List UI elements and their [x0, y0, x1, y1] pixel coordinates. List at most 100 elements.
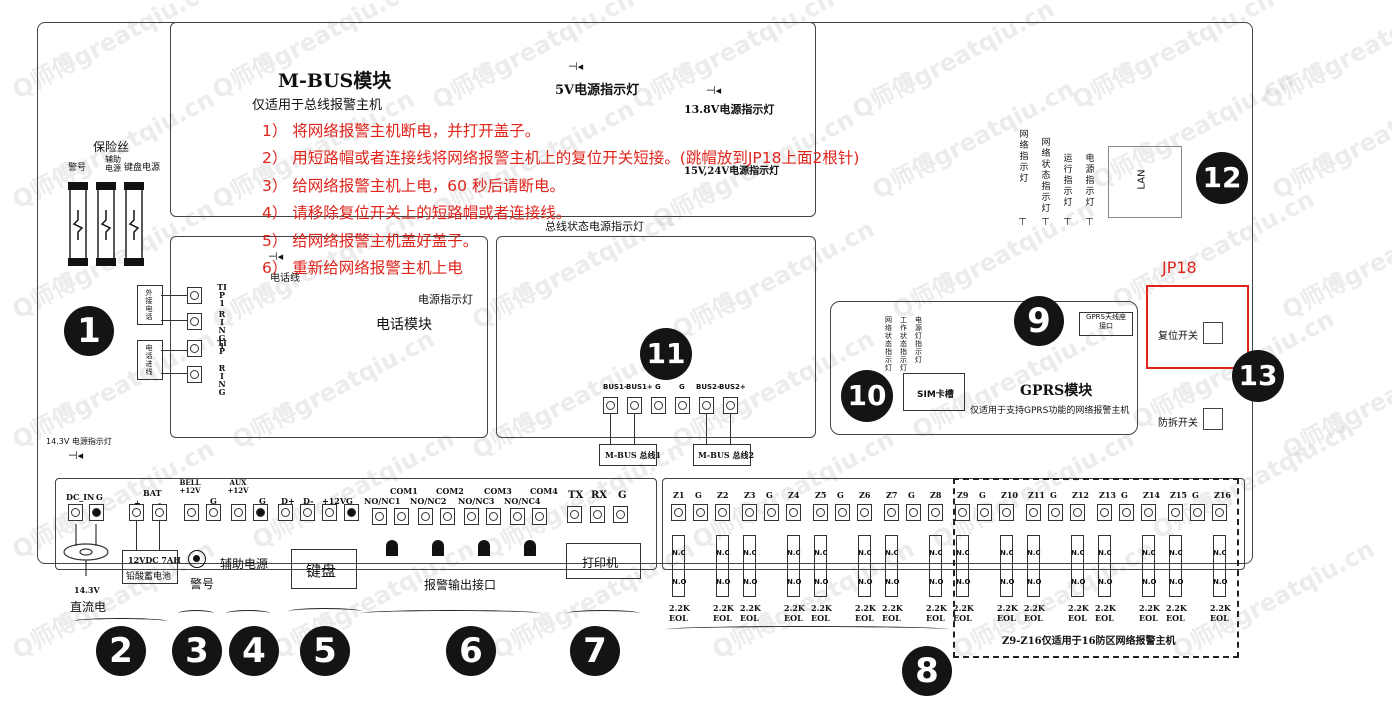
zone-terminal-label: G [695, 490, 702, 500]
phone-terminal-label: RING [218, 363, 226, 397]
group-bracket [665, 626, 950, 633]
reset-switch-jumper[interactable] [1203, 322, 1223, 344]
gprs-module-box [830, 301, 1138, 435]
callout-number: 8 [902, 646, 952, 696]
battery-box [122, 550, 178, 584]
dcin-terminal [68, 504, 83, 521]
zone-eol-label: EOL [669, 613, 688, 623]
zone-resistor [814, 535, 827, 597]
zone-terminal [671, 504, 686, 521]
gprs-led-label: 工作状态指示灯 [900, 316, 907, 372]
zone-no-label: N.O [956, 578, 971, 586]
aux-terminal [253, 504, 268, 521]
callout-number: 1 [64, 306, 114, 356]
alarm-com-label: COM4 [530, 486, 558, 496]
zone-terminal-label: Z13 [1099, 490, 1116, 500]
zone-eol-label: EOL [926, 613, 945, 623]
zone-eol-value: 2.2K [926, 603, 947, 613]
bus-terminal-label: BUS2- [696, 383, 720, 391]
right-led-label: 网络指示灯 [1019, 130, 1029, 184]
zone-resistor [1098, 535, 1111, 597]
bus-wire [610, 414, 611, 444]
zone-eol-value: 2.2K [1139, 603, 1160, 613]
alarm-terminal [418, 508, 433, 525]
bus-terminal [651, 397, 666, 414]
bus-module-box [496, 236, 816, 438]
keypad-pin-label: D- [303, 496, 314, 506]
watermark-text: Q师傅greatqiu.cn [1267, 74, 1392, 205]
battery-spec: 12VDC 7AH [128, 555, 181, 565]
phone-wire [161, 320, 187, 321]
zone-terminal-label: Z10 [1001, 490, 1018, 500]
keypad-terminal [300, 504, 315, 521]
led-diode-icon: ⊣◂ [568, 60, 584, 73]
bus-terminal [699, 397, 714, 414]
fuse-holder [64, 180, 152, 268]
tamper-switch[interactable] [1203, 408, 1223, 430]
zone-resistor [1000, 535, 1013, 597]
phone-module-title: 电话模块 [376, 317, 432, 333]
zone-eol-label: EOL [1166, 613, 1185, 623]
zone-nc-label: N.C [787, 549, 801, 557]
bus-terminal [627, 397, 642, 414]
zone-resistor [672, 535, 685, 597]
alarm-no-label: NO/NC3 [458, 496, 495, 506]
phone-wire [161, 373, 187, 374]
bus-line-box [693, 444, 751, 466]
phone-line-led-label: 电话线 [270, 273, 300, 284]
zone-terminal [786, 504, 801, 521]
zone-terminal-label: Z16 [1214, 490, 1231, 500]
alarm-terminal [440, 508, 455, 525]
zone-terminal [1168, 504, 1183, 521]
zone-eol-label: EOL [1210, 613, 1229, 623]
battery-type: 铅酸蓄电池 [126, 572, 172, 582]
relay-icon [524, 540, 536, 556]
zone-nc-label: N.C [743, 549, 757, 557]
battery-plus-label: + [134, 498, 141, 508]
phone-terminal-label: TIP1 [217, 282, 227, 308]
zone-terminal-label: Z15 [1170, 490, 1187, 500]
printer-pin-label: G [618, 490, 627, 501]
zone-terminal-label: G [837, 490, 844, 500]
fuse-label-keypad: 键盘电源 [124, 163, 161, 173]
zone-nc-label: N.C [814, 549, 828, 557]
dcin-voltage: 14.3V [74, 585, 100, 595]
keypad-pin-label: +12V [322, 496, 347, 506]
zone-eol-label: EOL [740, 613, 759, 623]
dcin-label: DC_IN [66, 492, 95, 502]
right-led-label: 运行指示灯 [1063, 154, 1073, 208]
zone-no-label: N.O [1098, 578, 1113, 586]
zone-terminal-label: G [979, 490, 986, 500]
aux-label: AUX +12V [227, 478, 249, 495]
zone-eol-label: EOL [882, 613, 901, 623]
bus-terminal [603, 397, 618, 414]
printer-terminal [567, 506, 582, 523]
callout-number: 11 [640, 328, 692, 380]
zone-eol-label: EOL [713, 613, 732, 623]
phone-power-led-label: 电源指示灯 [418, 293, 473, 306]
group-bracket [178, 610, 214, 617]
zone-terminal-label: Z9 [957, 490, 969, 500]
alarm-com-label: COM2 [436, 486, 464, 496]
bus-wire [706, 414, 707, 444]
alarm-terminal [510, 508, 525, 525]
bell-terminal [184, 504, 199, 521]
zone-resistor [743, 535, 756, 597]
battery-wire [159, 521, 160, 550]
battery-minus-label: - [158, 498, 162, 508]
printer-pin-label: TX [568, 490, 584, 501]
zone-resistor [1142, 535, 1155, 597]
led-diode-icon: ⊣◂ [268, 250, 284, 263]
zone-no-label: N.O [1071, 578, 1086, 586]
led-15v-label: 15V,24V电源指示灯 [684, 166, 780, 177]
zone-nc-label: N.C [716, 549, 730, 557]
zone-eol-value: 2.2K [1068, 603, 1089, 613]
callout-number: 2 [96, 626, 146, 676]
zone-no-label: N.O [814, 578, 829, 586]
alarm-com-label: COM1 [390, 486, 418, 496]
dcin-terminal [89, 504, 104, 521]
zone-terminal [857, 504, 872, 521]
relay-icon [432, 540, 444, 556]
zone-eol-label: EOL [1139, 613, 1158, 623]
zone-nc-label: N.C [1098, 549, 1112, 557]
